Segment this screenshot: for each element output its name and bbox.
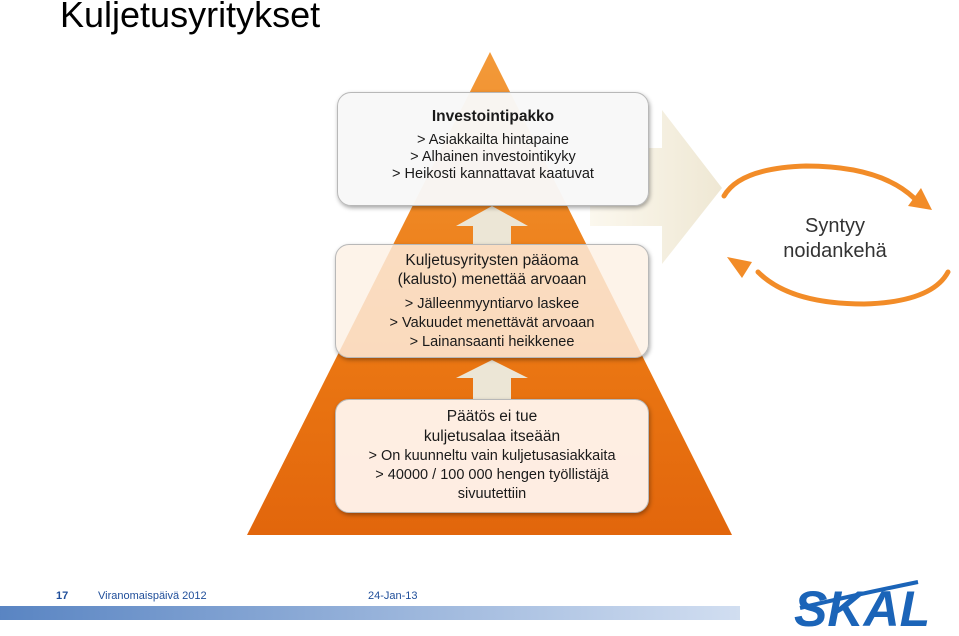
cycle-arrows-icon — [721, 163, 951, 307]
box-middle-heading: (kalusto) menettää arvoaan — [397, 271, 587, 288]
cycle-line: noidankehä — [783, 240, 887, 262]
box-bottom-heading: kuljetusalaa itseään — [423, 428, 561, 445]
box-top-item: > Alhainen investointikyky — [410, 149, 576, 165]
up-arrow-icon — [456, 360, 528, 399]
box-capital-value: Kuljetusyritysten pääoma (kalusto) menet… — [335, 244, 649, 358]
box-top-item: > Heikosti kannattavat kaatuvat — [392, 166, 594, 182]
box-bottom-item: > On kuunneltu vain kuljetusasiakkaita — [368, 448, 616, 464]
footer-date: 24-Jan-13 — [368, 590, 418, 602]
slide-title: Kuljetusyritykset — [60, 0, 321, 35]
footer-bar — [0, 606, 740, 620]
page-number: 17 — [56, 590, 69, 602]
box-middle-item: > Vakuudet menettävät arvoaan — [389, 315, 595, 331]
box-top-heading: Investointipakko — [431, 108, 555, 125]
box-investment-pressure: Investointipakko > Asiakkailta hintapain… — [337, 92, 649, 206]
box-bottom-item: sivuutettiin — [457, 486, 527, 502]
box-bottom-item: > 40000 / 100 000 hengen työllistäjä — [375, 467, 609, 483]
vicious-circle-label: Syntyy noidankehä — [760, 214, 910, 264]
box-top-item: > Asiakkailta hintapaine — [417, 132, 569, 148]
box-middle-item: > Jälleenmyyntiarvo laskee — [404, 296, 580, 312]
box-bottom-heading: Päätös ei tue — [446, 408, 538, 425]
box-decision: Päätös ei tue kuljetusalaa itseään > On … — [335, 399, 649, 513]
box-middle-heading: Kuljetusyritysten pääoma — [405, 252, 579, 269]
up-arrow-icon — [456, 206, 528, 244]
skal-logo: SKAL — [794, 580, 930, 636]
svg-text:SKAL: SKAL — [794, 581, 930, 636]
box-middle-item: > Lainansaanti heikkenee — [409, 334, 575, 350]
footer-event: Viranomaispäivä 2012 — [98, 590, 207, 602]
cycle-line: Syntyy — [804, 215, 866, 237]
